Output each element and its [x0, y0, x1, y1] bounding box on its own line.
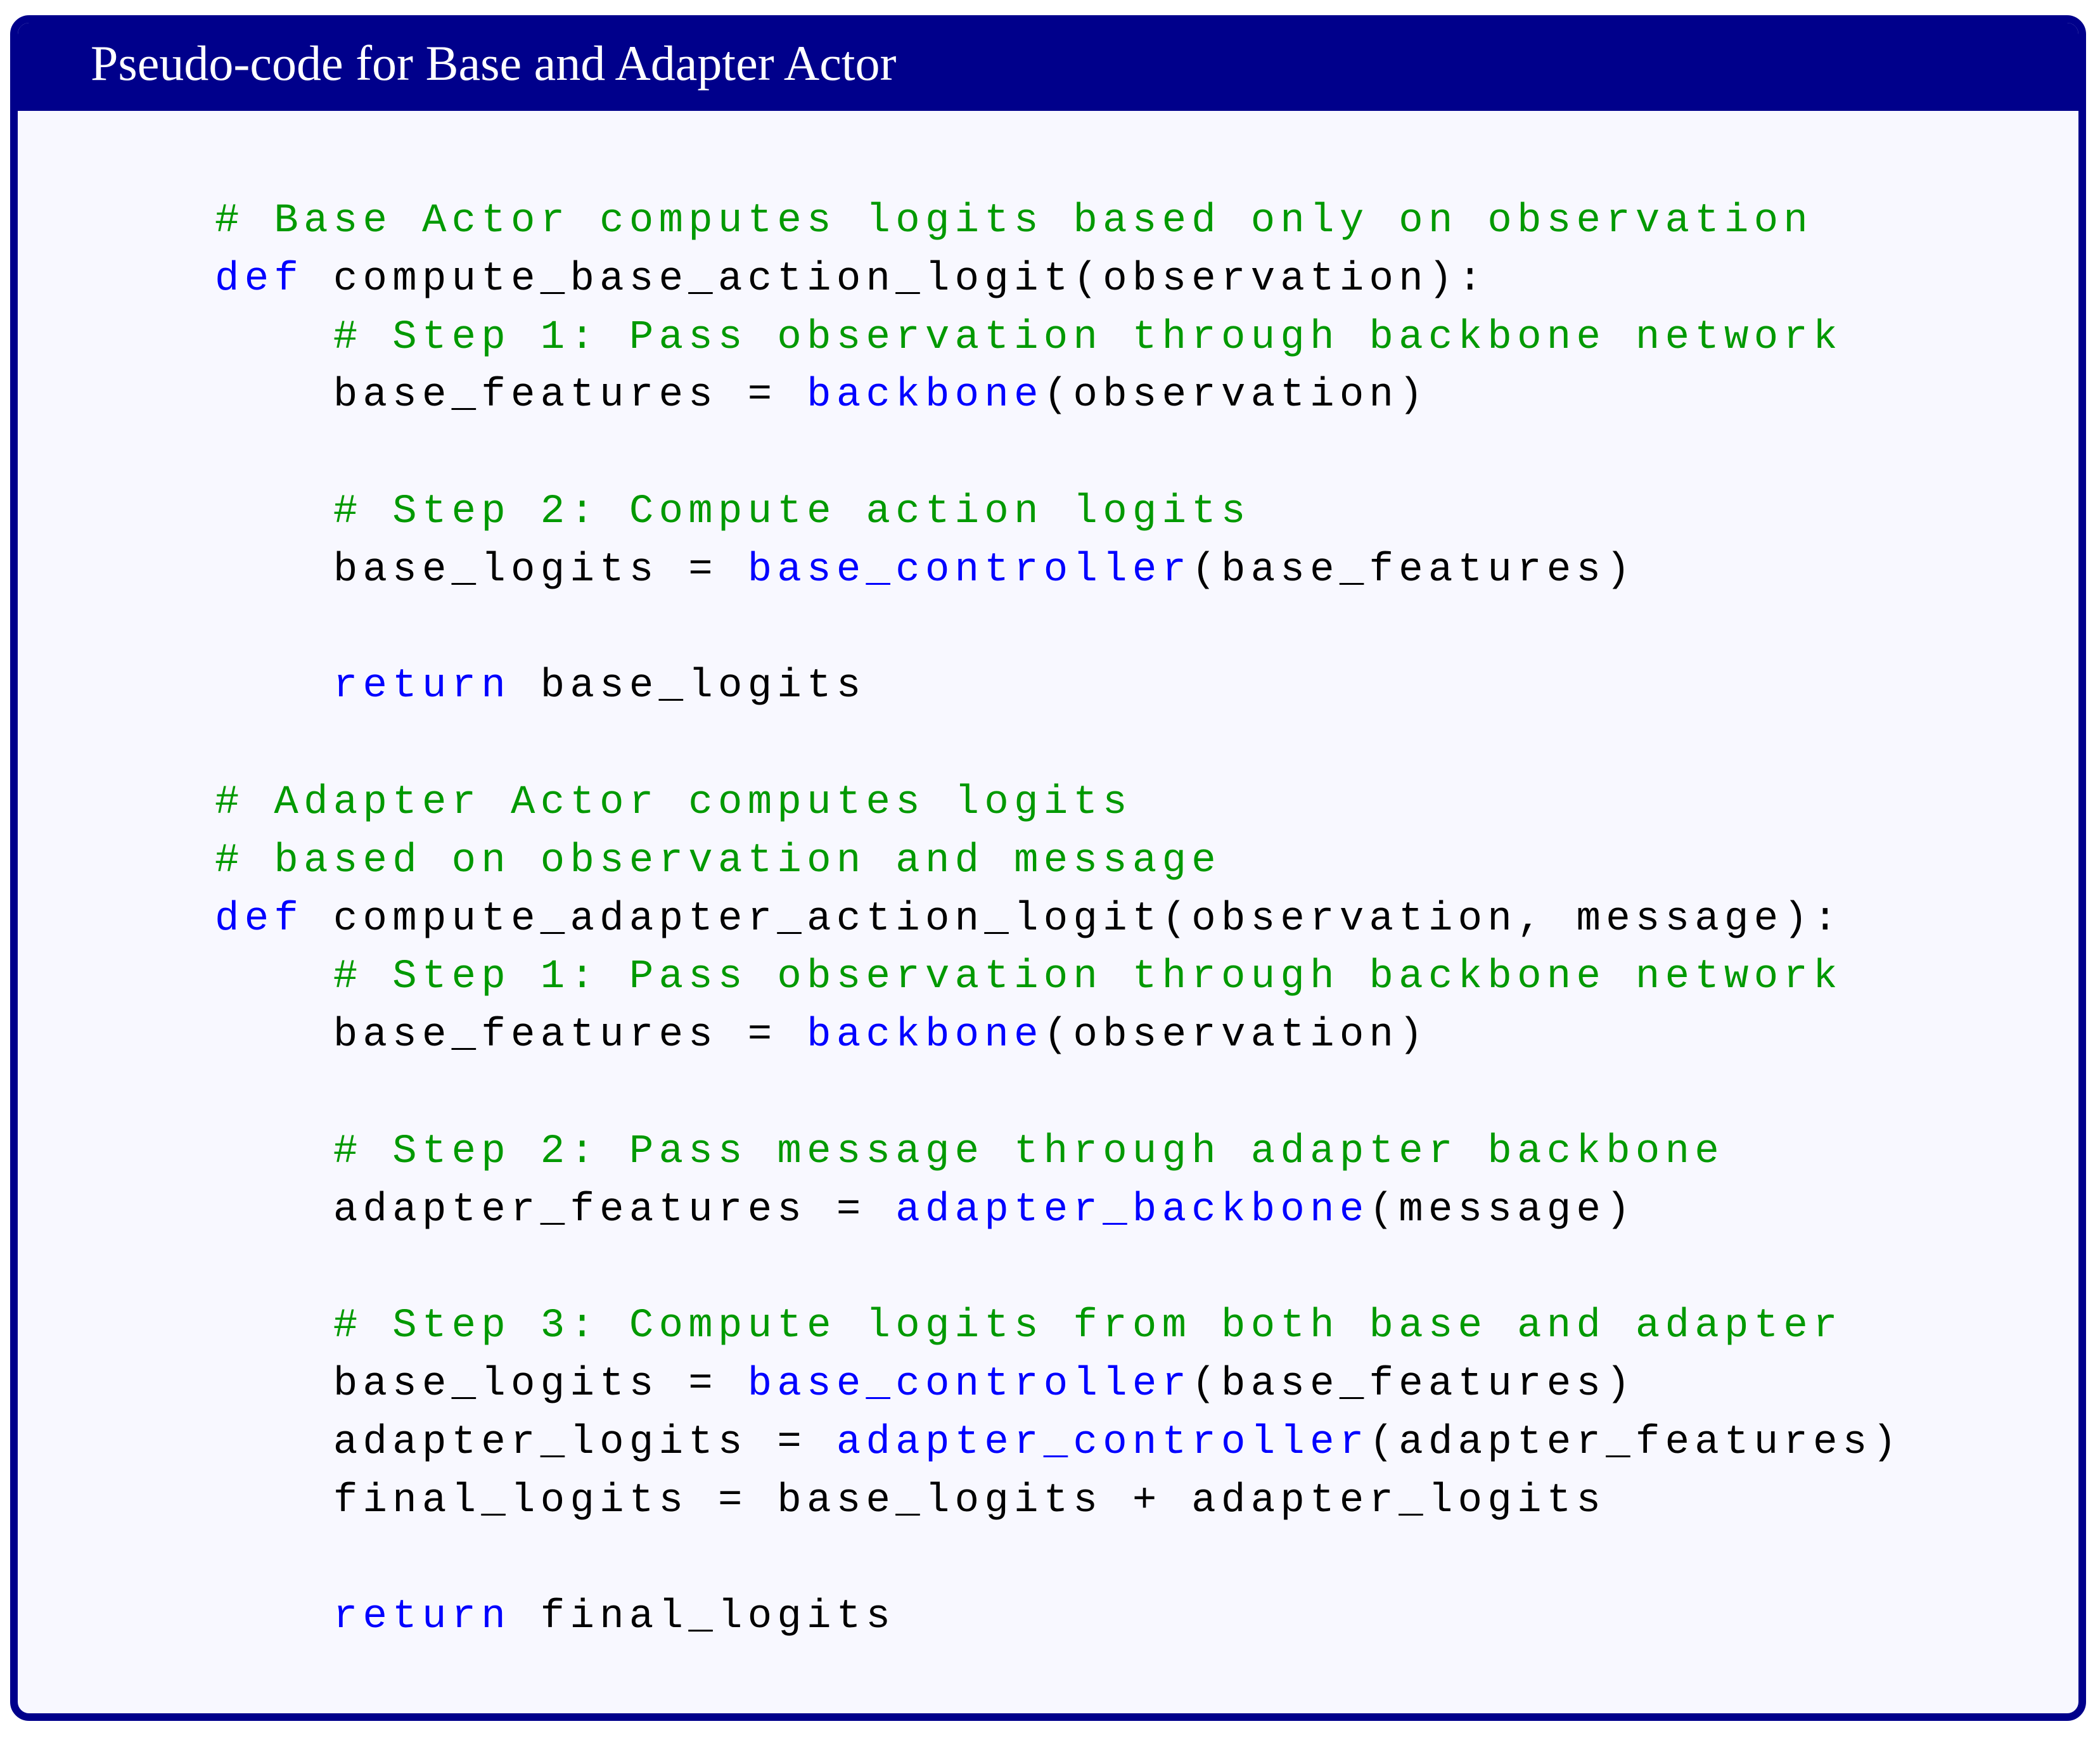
code-comment: # based on observation and message — [215, 838, 1222, 884]
code-line: base_logits = base_controller(base_featu… — [215, 542, 1902, 600]
code-comment: # Base Actor computes logits based only … — [215, 198, 1814, 244]
code-line: return base_logits — [215, 658, 1902, 716]
code-text — [215, 1594, 333, 1640]
code-text: (base_features) — [1191, 1361, 1636, 1407]
code-text: base_features = — [215, 373, 807, 419]
code-comment: # Adapter Actor computes logits — [215, 779, 1132, 826]
code-keyword: def — [215, 896, 304, 942]
code-text: adapter_features = — [215, 1187, 896, 1233]
code-comment: # Step 2: Pass message through adapter b… — [333, 1128, 1725, 1175]
code-keyword: return — [333, 1594, 511, 1640]
code-text: (observation) — [1043, 1013, 1428, 1059]
code-line: # Step 2: Compute action logits — [215, 483, 1902, 542]
code-line: # Adapter Actor computes logits — [215, 774, 1902, 833]
code-text: (adapter_features) — [1369, 1419, 1902, 1466]
code-text — [215, 489, 333, 535]
code-text: base_features = — [215, 1013, 807, 1059]
code-line: # Step 3: Compute logits from both base … — [215, 1298, 1902, 1356]
code-text — [215, 954, 333, 1000]
code-function-call: backbone — [807, 373, 1044, 419]
code-text — [215, 663, 333, 709]
code-text: adapter_logits = — [215, 1419, 836, 1466]
code-line: # based on observation and message — [215, 833, 1902, 891]
code-line — [215, 1530, 1902, 1588]
code-text: base_logits = — [215, 547, 748, 593]
code-listing-box: Pseudo-code for Base and Adapter Actor #… — [10, 15, 2086, 1721]
code-text: base_logits = — [215, 1361, 748, 1407]
code-text: final_logits — [511, 1594, 896, 1640]
code-text: compute_base_action_logit(observation): — [304, 256, 1488, 302]
code-text: (observation) — [1043, 373, 1428, 419]
code-function-call: base_controller — [747, 1361, 1192, 1407]
code-comment: # Step 1: Pass observation through backb… — [333, 314, 1843, 361]
code-line: adapter_features = adapter_backbone(mess… — [215, 1182, 1902, 1240]
code-line: def compute_base_action_logit(observatio… — [215, 251, 1902, 309]
code-text — [215, 315, 333, 361]
code-line — [215, 425, 1902, 483]
code-line: base_logits = base_controller(base_featu… — [215, 1356, 1902, 1414]
code-keyword: def — [215, 256, 304, 302]
code-line: def compute_adapter_action_logit(observa… — [215, 891, 1902, 949]
code-text: base_logits — [511, 663, 866, 710]
code-text: (base_features) — [1191, 547, 1636, 593]
code-line — [215, 600, 1902, 658]
code-text: compute_adapter_action_logit(observation… — [304, 896, 1843, 942]
code-text: (message) — [1369, 1187, 1636, 1233]
code-comment: # Step 3: Compute logits from both base … — [333, 1303, 1843, 1350]
code-function-call: adapter_controller — [836, 1419, 1369, 1466]
code-line: base_features = backbone(observation) — [215, 1007, 1902, 1065]
code-block: # Base Actor computes logits based only … — [215, 193, 1902, 1647]
code-comment: # Step 2: Compute action logits — [333, 489, 1251, 535]
listing-header: Pseudo-code for Base and Adapter Actor — [18, 23, 2078, 111]
code-function-call: adapter_backbone — [895, 1187, 1369, 1233]
code-line: # Step 1: Pass observation through backb… — [215, 949, 1902, 1007]
code-line — [215, 1239, 1902, 1298]
code-text — [215, 1129, 333, 1175]
listing-title: Pseudo-code for Base and Adapter Actor — [91, 35, 897, 91]
code-line — [215, 716, 1902, 774]
code-function-call: base_controller — [747, 547, 1192, 593]
code-keyword: return — [333, 663, 511, 710]
code-text — [215, 1303, 333, 1349]
code-line: # Base Actor computes logits based only … — [215, 193, 1902, 251]
code-comment: # Step 1: Pass observation through backb… — [333, 954, 1843, 1000]
code-line: return final_logits — [215, 1588, 1902, 1647]
code-function-call: backbone — [807, 1013, 1044, 1059]
code-text: final_logits = base_logits + adapter_log… — [215, 1478, 1606, 1524]
code-line: base_features = backbone(observation) — [215, 367, 1902, 425]
code-line: # Step 2: Pass message through adapter b… — [215, 1123, 1902, 1182]
code-line: # Step 1: Pass observation through backb… — [215, 309, 1902, 367]
code-line: adapter_logits = adapter_controller(adap… — [215, 1414, 1902, 1473]
code-line: final_logits = base_logits + adapter_log… — [215, 1473, 1902, 1531]
code-line — [215, 1065, 1902, 1123]
